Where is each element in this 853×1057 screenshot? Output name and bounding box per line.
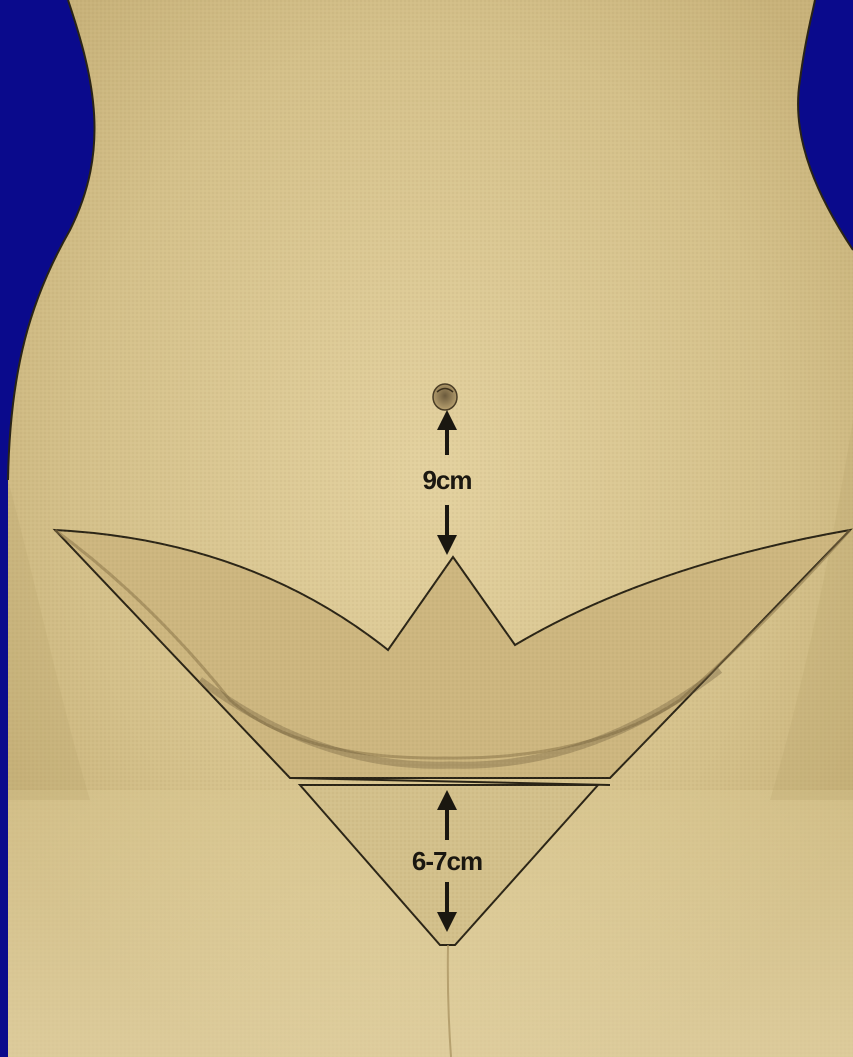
upper-distance-label: 9cm xyxy=(422,465,471,495)
lower-distance-label: 6-7cm xyxy=(412,846,482,876)
